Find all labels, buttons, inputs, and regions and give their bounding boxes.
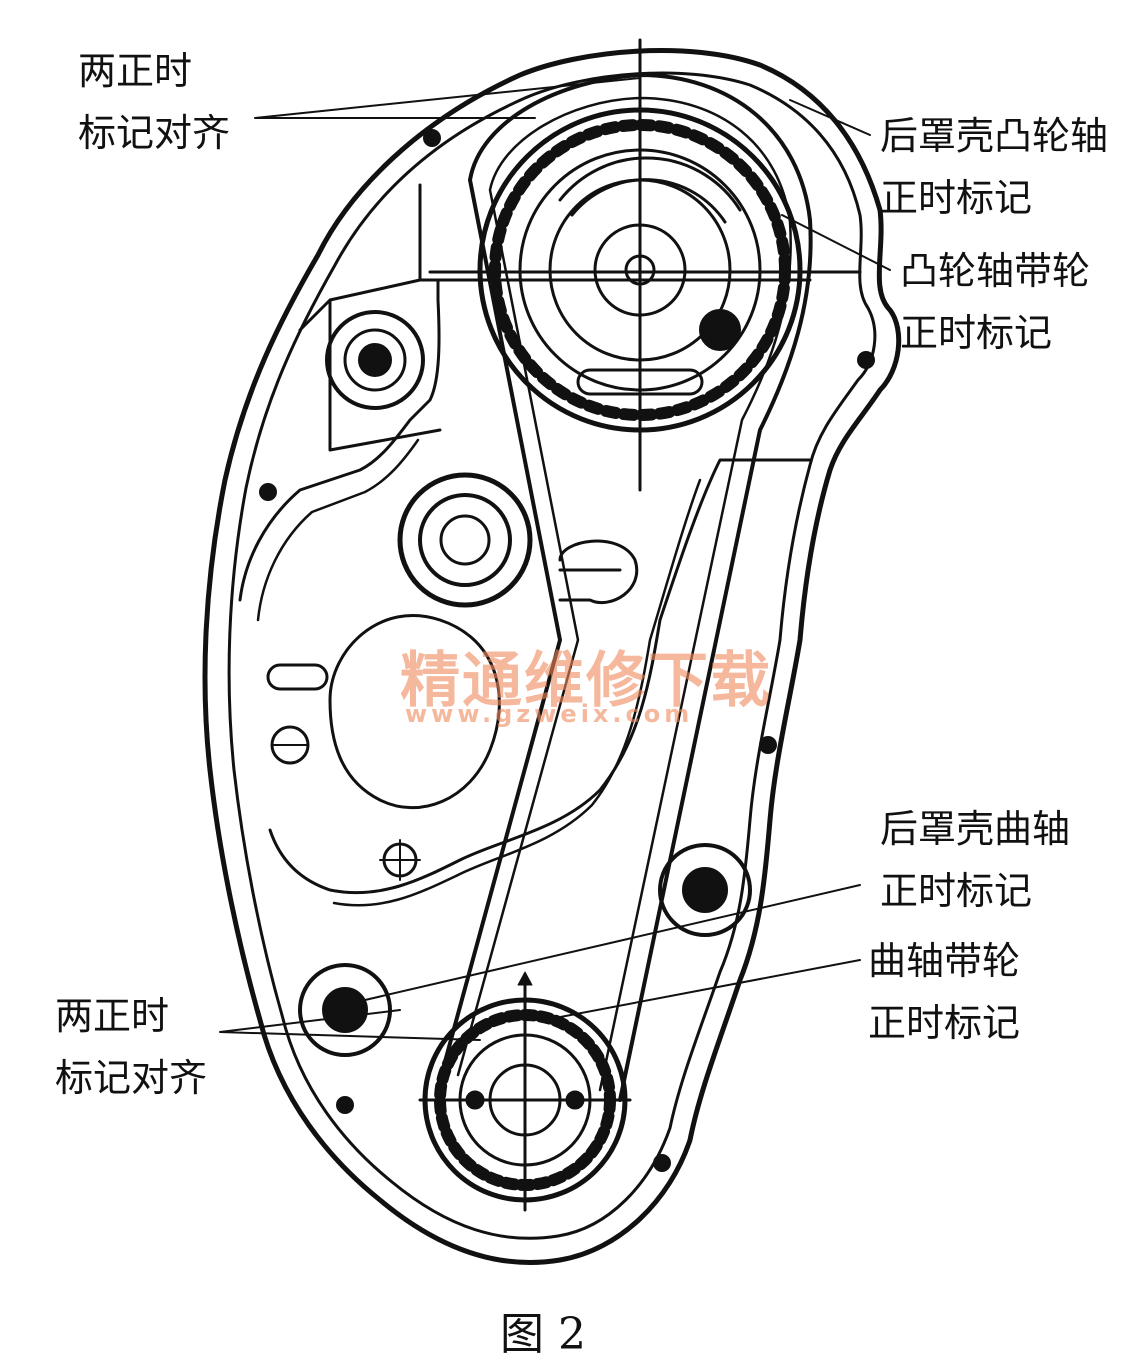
figure-caption: 图 2 xyxy=(500,1309,586,1360)
tensioner-center xyxy=(439,514,491,566)
leader-top-left xyxy=(254,77,641,119)
tensioner-slot xyxy=(558,539,639,605)
mount-hole-6 xyxy=(653,1154,671,1172)
mount-hole-5 xyxy=(336,1096,354,1114)
right-idler-outer xyxy=(658,843,752,937)
label-bottom-left-alignment: 两正时 标记对齐 xyxy=(55,985,207,1109)
oil-pump-outline xyxy=(328,614,501,810)
label-rear-cover-crankshaft-mark: 后罩壳曲轴 正时标记 xyxy=(880,798,1070,922)
inner-channel-outline xyxy=(238,278,812,895)
label-rear-cover-camshaft-mark: 后罩壳凸轮轴 正时标记 xyxy=(880,105,1108,229)
label-top-left-alignment: 两正时 标记对齐 xyxy=(78,40,230,164)
label-crankshaft-pulley-mark: 曲轴带轮 正时标记 xyxy=(868,930,1020,1054)
label-camshaft-pulley-mark: 凸轮轴带轮 正时标记 xyxy=(900,240,1090,364)
left-idler-outer xyxy=(325,310,425,410)
label-bottom-left-line1: 两正时 xyxy=(55,994,170,1038)
mount-hole-2 xyxy=(857,351,875,369)
mount-hole-3 xyxy=(259,483,277,501)
left-idler-inner xyxy=(343,328,407,392)
leader-rear-cover-cam xyxy=(789,99,871,136)
mount-hole-1 xyxy=(423,129,441,147)
label-top-left-line1: 两正时 xyxy=(78,49,193,93)
label-rear-cover-crank-line1: 后罩壳曲轴 xyxy=(880,807,1071,851)
left-idler-center xyxy=(358,343,392,377)
tensioner-inner xyxy=(418,493,512,587)
label-top-left-line2: 标记对齐 xyxy=(78,111,231,155)
label-crank-pulley-line1: 曲轴带轮 xyxy=(868,939,1021,983)
leader-rear-cover-crank xyxy=(364,884,861,1001)
label-rear-cover-cam-line1: 后罩壳凸轮轴 xyxy=(880,114,1109,158)
inner-channel-outline-2 xyxy=(256,438,702,907)
leader-cam-pulley xyxy=(781,214,891,271)
label-rear-cover-crank-line2: 正时标记 xyxy=(880,869,1033,913)
crank-timing-arrow xyxy=(517,971,533,986)
label-crank-pulley-line2: 正时标记 xyxy=(868,1001,1021,1045)
right-idler-center xyxy=(682,867,728,913)
rear-cover-outline xyxy=(202,48,902,1265)
bottom-left-idler-center xyxy=(322,987,368,1033)
watermark-title: 精通维修下载 xyxy=(400,646,772,716)
timing-belt xyxy=(438,73,813,1102)
rear-cover-inner-outline xyxy=(227,71,877,1240)
tensioner-outer xyxy=(397,472,533,608)
leader-bottom-left xyxy=(219,1009,481,1041)
watermark-url: www.gzweix.com xyxy=(405,700,694,728)
label-cam-pulley-line1: 凸轮轴带轮 xyxy=(900,249,1091,293)
mount-hole-4 xyxy=(759,736,777,754)
label-rear-cover-cam-line2: 正时标记 xyxy=(880,176,1033,220)
label-cam-pulley-line2: 正时标记 xyxy=(900,311,1053,355)
bottom-left-idler-outer xyxy=(298,963,392,1057)
label-bottom-left-line2: 标记对齐 xyxy=(55,1056,208,1100)
camshaft-pulley-bolt xyxy=(699,309,741,351)
camshaft-slot-upper xyxy=(558,156,742,224)
small-slot-left xyxy=(266,663,329,691)
camshaft-slot-lower xyxy=(576,368,704,396)
leader-crank-pulley xyxy=(554,959,861,1019)
